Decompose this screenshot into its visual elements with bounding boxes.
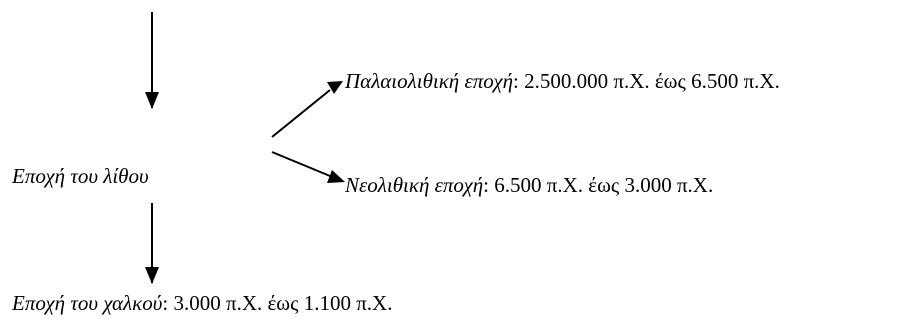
arrowhead-bronze-age (145, 267, 159, 284)
paleolithic-term: Παλαιολιθική εποχή (345, 69, 513, 93)
arrowhead-paleolithic (327, 81, 343, 94)
stone-age-label: Εποχή του λίθου (12, 164, 149, 188)
neolithic-term: Νεολιθική εποχή (345, 173, 484, 197)
neolithic-node: Νεολιθική εποχή: 6.500 π.Χ. έως 3.000 π.… (345, 172, 713, 198)
arrow-stone-age-to-paleolithic (271, 89, 331, 138)
bronze-age-term: Εποχή του χαλκού (12, 291, 163, 315)
bronze-age-period: 3.000 π.Χ. έως 1.100 π.Χ. (168, 291, 393, 315)
neolithic-period: 6.500 π.Χ. έως 3.000 π.Χ. (488, 173, 714, 197)
neolithic-separator: : (483, 173, 489, 197)
arrow-stone-age-to-neolithic (271, 151, 331, 177)
bronze-age-separator: : (162, 291, 169, 315)
arrowhead-neolithic (327, 170, 345, 183)
arrowhead-top-to-stone-age (145, 92, 159, 109)
paleolithic-period: 2.500.000 π.Χ. έως 6.500 π.Χ. (518, 69, 780, 93)
paleolithic-node: Παλαιολιθική εποχή: 2.500.000 π.Χ. έως 6… (345, 68, 780, 94)
bronze-age-node: Εποχή του χαλκού: 3.000 π.Χ. έως 1.100 π… (12, 290, 392, 316)
paleolithic-separator: : (513, 69, 519, 93)
